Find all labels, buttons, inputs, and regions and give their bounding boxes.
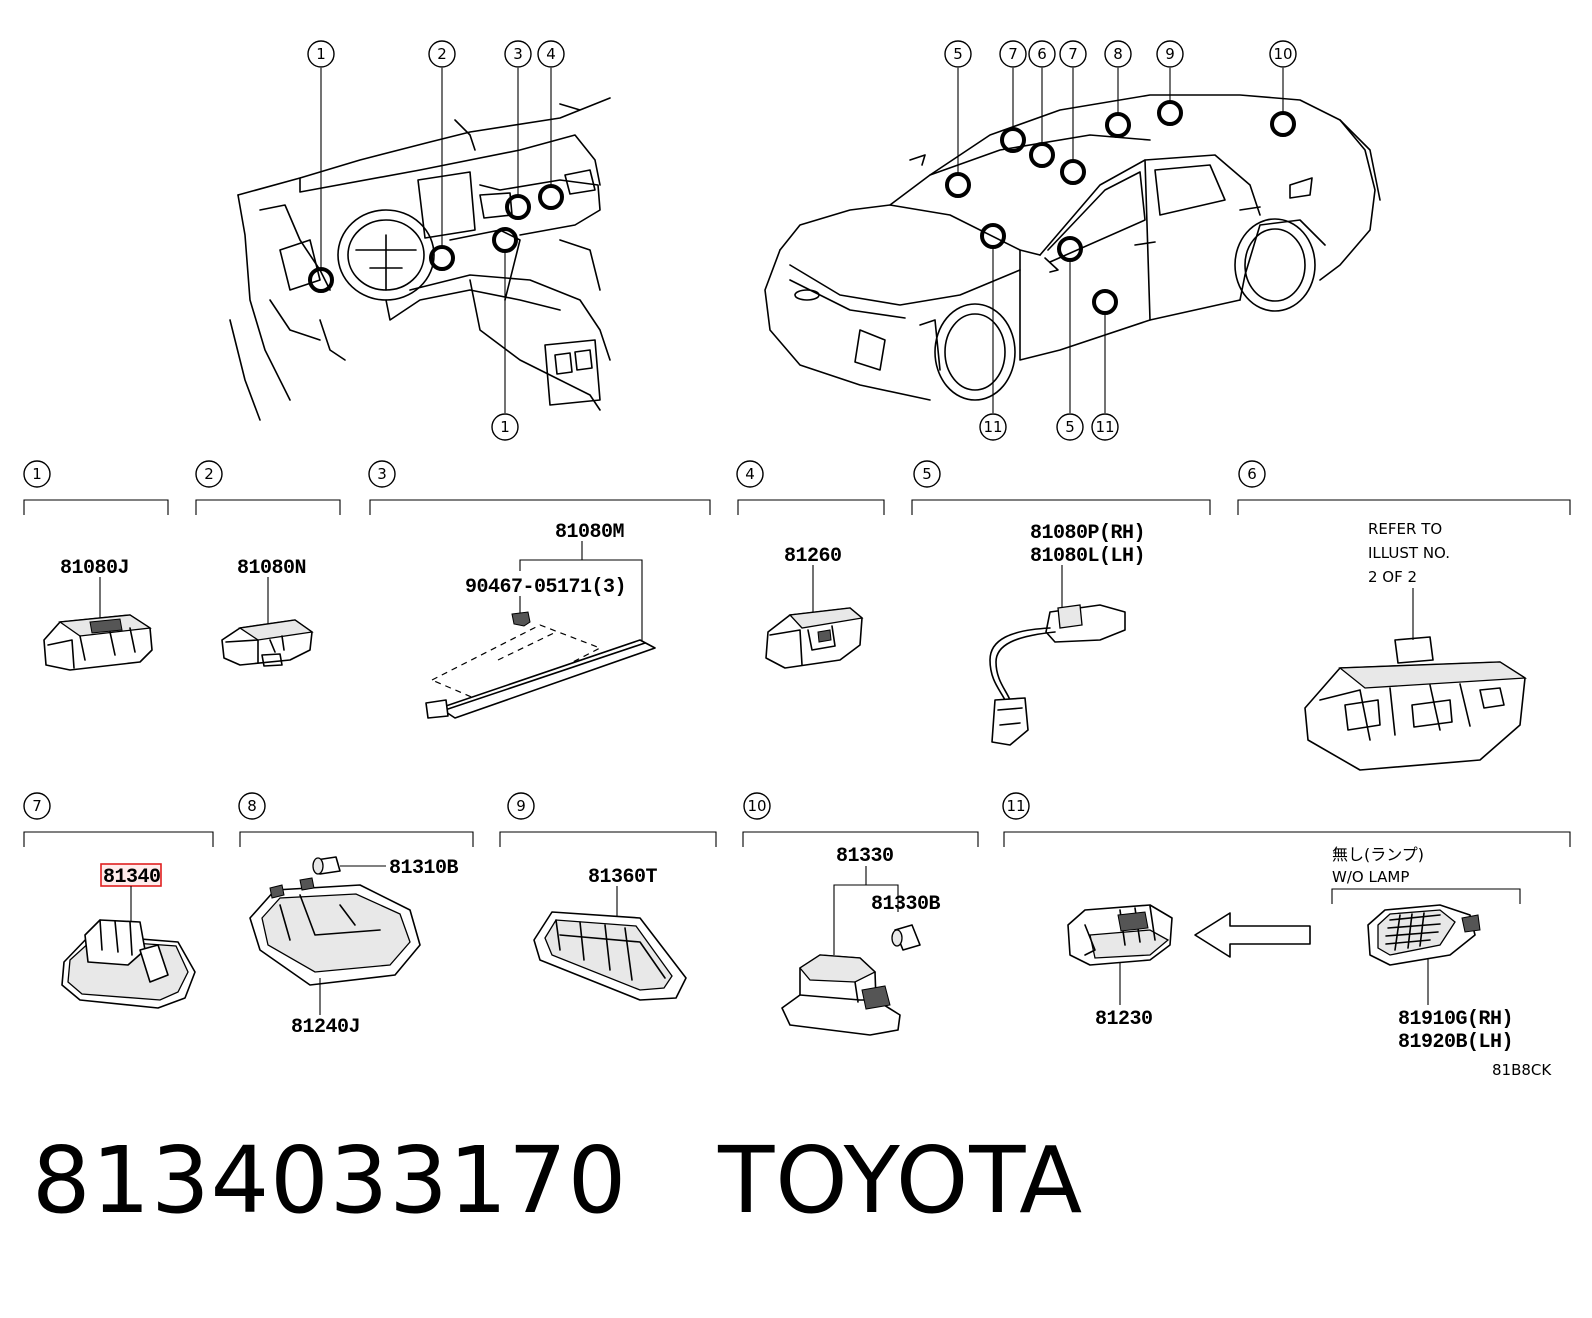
section-9-part: 81360T [533, 866, 687, 1001]
arrow-icon [1194, 912, 1311, 958]
callout-9-top: 9 [1165, 45, 1175, 63]
section-2-label: 2 [204, 465, 214, 483]
vehicle-illustration [764, 94, 1381, 401]
callout-4-top: 4 [546, 45, 556, 63]
callout-10-top: 10 [1273, 45, 1292, 63]
section-9-label: 9 [516, 797, 526, 815]
illustration-code: 81B8CK [1492, 1061, 1552, 1079]
part-81330B-label: 81330B [871, 893, 941, 916]
callout-1-top: 1 [316, 45, 326, 63]
part-81910G-RH-label: 81910G(RH) [1398, 1008, 1513, 1031]
callout-5-bottom: 5 [1065, 418, 1075, 436]
section-10-part: 81330 81330B [781, 845, 941, 1036]
section-4-part: 81260 [765, 545, 864, 669]
part-81240J-label: 81240J [291, 1016, 360, 1039]
part-81340-label: 81340 [103, 866, 161, 889]
footer-caption: 8134033170 TOYOTA [32, 1135, 1083, 1227]
callout-7a-top: 7 [1008, 45, 1018, 63]
callout-11a-bottom: 11 [983, 418, 1002, 436]
section-6-part: REFER TO ILLUST NO. 2 OF 2 [1304, 520, 1528, 771]
callout-11b-bottom: 11 [1095, 418, 1114, 436]
section-8-part: 81310B 81240J [249, 856, 459, 1039]
section-1-part: 81080J [43, 557, 153, 671]
section-2-part: 81080N [221, 557, 314, 667]
part-81920B-LH-label: 81920B(LH) [1398, 1031, 1513, 1054]
note-2-of-2: 2 OF 2 [1368, 568, 1417, 586]
part-81310B-label: 81310B [389, 857, 459, 880]
section-8-label: 8 [247, 797, 257, 815]
callout-6-top: 6 [1037, 45, 1047, 63]
note-without-lamp-jp: 無し(ランプ) [1332, 845, 1424, 864]
note-without-lamp-en: W/O LAMP [1332, 868, 1409, 886]
part-81080J-label: 81080J [60, 557, 129, 580]
section-1-label: 1 [32, 465, 42, 483]
callout-3-top: 3 [513, 45, 523, 63]
footer-brand: TOYOTA [718, 1127, 1084, 1234]
section-5-label: 5 [922, 465, 932, 483]
top-callouts: 1 2 3 4 1 5 7 6 7 8 9 10 11 5 11 [307, 40, 1297, 441]
callout-1-bottom: 1 [500, 418, 510, 436]
part-81260-label: 81260 [784, 545, 842, 568]
note-illust-no: ILLUST NO. [1368, 544, 1450, 562]
callout-7b-top: 7 [1068, 45, 1078, 63]
part-81080L-LH-label: 81080L(LH) [1030, 545, 1145, 568]
part-81080N-label: 81080N [237, 557, 306, 580]
section-5-part: 81080P(RH) 81080L(LH) [989, 522, 1146, 746]
vehicle-callout-markers [945, 68, 1296, 413]
section-headers-row1: 1 2 3 4 5 6 [23, 460, 1571, 515]
section-headers-row2: 7 8 9 10 11 [23, 792, 1571, 847]
section-11-label: 11 [1006, 797, 1025, 815]
dashboard-callout-markers [308, 68, 564, 413]
part-81230-label: 81230 [1095, 1008, 1153, 1031]
section-3-label: 3 [377, 465, 387, 483]
callout-2-top: 2 [437, 45, 447, 63]
part-81360T-label: 81360T [588, 866, 658, 889]
callout-5-top: 5 [953, 45, 963, 63]
part-81080M-label: 81080M [555, 521, 625, 544]
section-7-part: 81340 [61, 863, 196, 1009]
part-81330-label: 81330 [836, 845, 894, 868]
section-10-label: 10 [747, 797, 766, 815]
section-3-part: 81080M 90467-05171(3) [425, 521, 656, 719]
section-4-label: 4 [745, 465, 755, 483]
footer-part-number: 8134033170 [32, 1127, 628, 1234]
note-refer-to: REFER TO [1368, 520, 1442, 538]
part-90467-05171-label: 90467-05171(3) [465, 576, 626, 599]
callout-8-top: 8 [1113, 45, 1123, 63]
section-7-label: 7 [32, 797, 42, 815]
part-81080P-RH-label: 81080P(RH) [1030, 522, 1145, 545]
dashboard-illustration [229, 97, 611, 421]
section-11-part: 81230 無し(ランプ) W/O LAMP 81910G(RH) 81920B… [1067, 845, 1521, 1054]
section-6-label: 6 [1247, 465, 1257, 483]
